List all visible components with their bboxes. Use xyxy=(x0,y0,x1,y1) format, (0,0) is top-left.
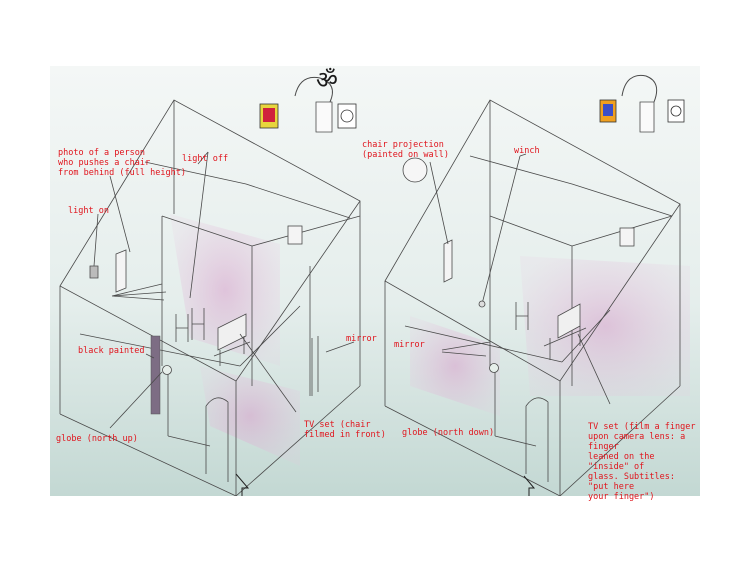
left-mirror-label: mirror xyxy=(346,334,377,344)
drawing-sheet: ॐ photo of a person who pushes a chair f… xyxy=(50,66,700,502)
left-room xyxy=(59,76,361,497)
entrance-arrow-icon xyxy=(523,475,536,498)
right-globe-label: globe (north down) xyxy=(402,428,495,438)
right-mirror-label: mirror xyxy=(394,340,425,350)
symbol-card-icon xyxy=(667,99,685,123)
photo-person-label: photo of a person who pushes a chair fro… xyxy=(58,148,186,178)
symbol-card-icon xyxy=(337,103,357,129)
black-painted-label: black painted xyxy=(78,346,145,356)
installation-sketch xyxy=(50,66,700,498)
chair-projection-label: chair projection (painted on wall) xyxy=(362,140,449,160)
left-globe-label: globe (north up) xyxy=(56,434,138,444)
right-room xyxy=(384,74,690,497)
light-off-label: light off xyxy=(182,154,229,164)
winch-label: winch xyxy=(514,146,540,156)
light-on-label: light on xyxy=(68,206,109,216)
om-symbol-icon: ॐ xyxy=(316,66,338,94)
entrance-arrow-icon xyxy=(235,473,250,498)
left-tv-set-label: TV set (chair filmed in front) xyxy=(304,420,386,440)
right-tv-set-label: TV set (film a finger upon camera lens: … xyxy=(588,422,696,502)
